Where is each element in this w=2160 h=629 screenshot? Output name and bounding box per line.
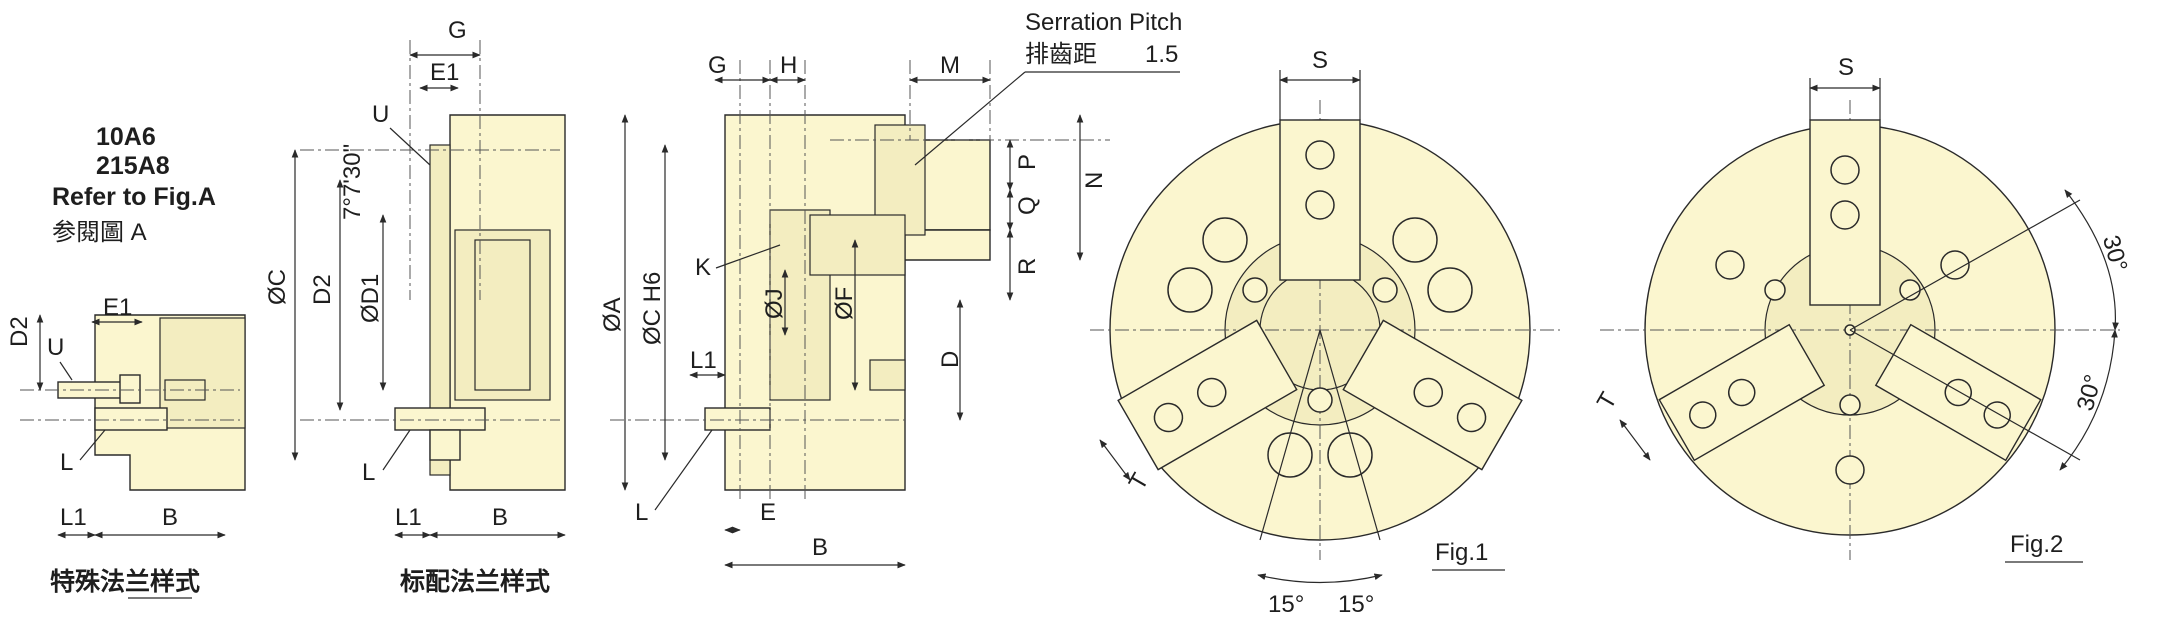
dim-B-left: B — [162, 504, 178, 531]
dim-L-sec: L — [635, 499, 648, 526]
dim-D: D — [937, 351, 964, 368]
serration-callout: Serration Pitch 排齒距 1.5 — [914, 9, 1182, 166]
fig1-front-view: S T 15° 15° Fig.1 — [1090, 47, 1560, 618]
dim-P: P — [1014, 154, 1041, 170]
dim-E1-top: E1 — [430, 59, 459, 86]
notes-block: 10A6 215A8 Refer to Fig.A 参閱圖 A — [52, 123, 216, 246]
caption-special-flange: 特殊法兰样式 — [50, 567, 200, 596]
fig2-front-view: S T 30° 30° Fig.2 — [1592, 54, 2132, 563]
dim-30-top: 30° — [2097, 232, 2132, 274]
refer-cn-text: 参閱圖 A — [52, 219, 147, 246]
dim-OC: ØC — [264, 269, 291, 305]
dim-L1-left: L1 — [60, 504, 87, 531]
dim-OA: ØA — [599, 297, 626, 332]
dim-U-left: U — [47, 334, 64, 361]
dim-R: R — [1014, 258, 1041, 275]
dim-angle: 7°7'30" — [339, 144, 366, 220]
dim-K: K — [695, 254, 711, 281]
dim-OCH6: ØC H6 — [639, 272, 666, 345]
dim-30-bottom: 30° — [2072, 372, 2107, 414]
dim-L-left: L — [60, 449, 73, 476]
dim-U-top: U — [372, 101, 389, 128]
refer-text: Refer to Fig.A — [52, 183, 216, 211]
section-view: G H M P Q R N D ØA ØC H6 ØJ ØF K L1 L E … — [599, 52, 1110, 569]
dim-OD1: ØD1 — [357, 274, 384, 323]
dim-15-right: 15° — [1338, 591, 1374, 618]
dim-L1-sec: L1 — [690, 347, 717, 374]
standard-flange-view: G E1 U ØC D2 ØD1 7°7'30" L L1 B 标配法兰样式 — [264, 17, 566, 596]
dim-G-sec: G — [708, 52, 727, 79]
special-flange-view: D2 E1 U L L1 B 特殊法兰样式 — [6, 294, 246, 599]
dim-OF: ØF — [831, 287, 858, 320]
dim-S-fig2: S — [1838, 54, 1854, 81]
dim-N: N — [1081, 172, 1108, 189]
dim-T-fig2: T — [1592, 388, 1623, 414]
dim-D2: D2 — [309, 274, 336, 305]
model-215A8: 215A8 — [96, 152, 170, 180]
dim-S-fig1: S — [1312, 47, 1328, 74]
dim-L-std: L — [362, 459, 375, 486]
caption-standard-flange: 标配法兰样式 — [400, 567, 550, 596]
dim-15-left: 15° — [1268, 591, 1304, 618]
dim-G-top: G — [448, 17, 467, 44]
serration-value: 1.5 — [1145, 41, 1178, 68]
fig1-label: Fig.1 — [1435, 539, 1488, 566]
dim-OJ: ØJ — [761, 288, 788, 319]
dim-M: M — [940, 52, 960, 79]
model-10A6: 10A6 — [96, 123, 156, 151]
dim-B-sec: B — [812, 534, 828, 561]
dim-Q: Q — [1014, 196, 1041, 215]
dim-D2-left: D2 — [6, 316, 33, 347]
serration-label: Serration Pitch — [1025, 9, 1182, 36]
dim-E1-left: E1 — [103, 294, 132, 321]
dim-E: E — [760, 499, 776, 526]
fig2-label: Fig.2 — [2010, 531, 2063, 558]
serration-label-cn: 排齒距 — [1025, 41, 1097, 68]
dim-H: H — [780, 52, 797, 79]
dim-L1-std: L1 — [395, 504, 422, 531]
dim-B-std: B — [492, 504, 508, 531]
dim-T-fig1: T — [1124, 468, 1155, 494]
